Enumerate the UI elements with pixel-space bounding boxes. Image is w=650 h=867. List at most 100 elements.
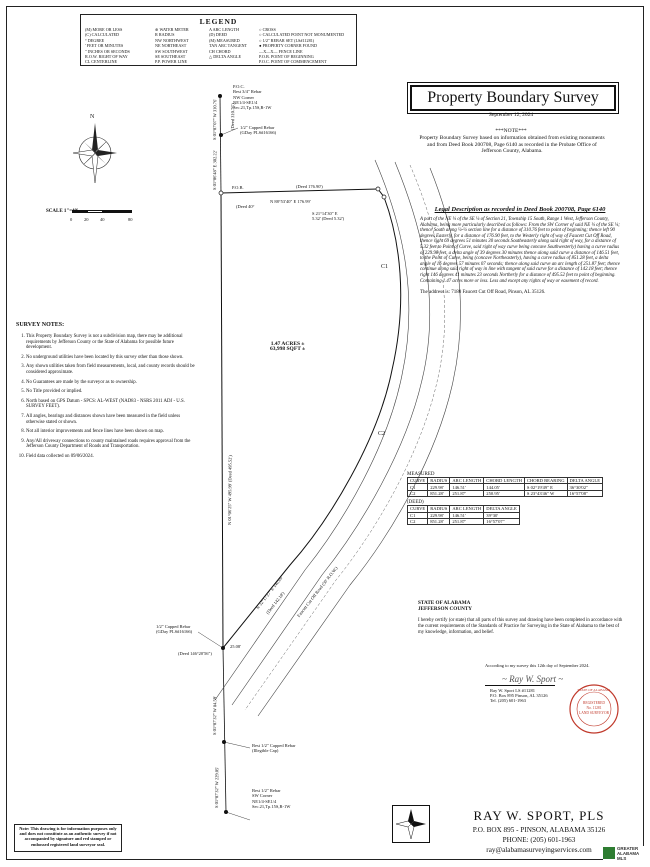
- firm-address: P.O. BOX 895 - PINSON, ALABAMA 35126: [472, 826, 606, 834]
- sw-angle-label: (Deed 146°20'56"): [178, 651, 212, 656]
- legend-item: (M) MORE OR LESS: [85, 27, 123, 32]
- legal-title: Legal Description as recorded in Deed Bo…: [434, 206, 606, 213]
- table-cell: 16°57'08": [566, 489, 604, 498]
- disclaimer-box: Note: This drawing is for information pu…: [14, 824, 122, 852]
- list-item: All angles, bearings and distances shown…: [26, 414, 196, 425]
- scale-tick: 0: [70, 217, 73, 222]
- legend-item: ● PROPERTY CORNER FOUND: [259, 43, 318, 49]
- certification: STATE OF ALABAMA JEFFERSON COUNTY I here…: [418, 600, 623, 635]
- legend-col-2: ⊕ WATER METER R RADIUS NW NORTHWEST NE N…: [155, 27, 189, 65]
- legal-body: A part of the NE ¼ of the SE ¼ of Sectio…: [420, 217, 620, 284]
- legend-title: LEGEND: [199, 17, 238, 26]
- line-a-label: S 01°07'07" W 310.76': [212, 98, 218, 141]
- survey-notes: SURVEY NOTES: This Property Boundary Sur…: [16, 322, 196, 464]
- legend-item: R.O.W. RIGHT OF WAY: [85, 53, 128, 59]
- signature-icon: ~ Ray W. Sport ~: [502, 674, 564, 684]
- table-cell: 16°57'07": [483, 517, 520, 526]
- line-a-deed: (Deed 310.76'): [230, 103, 236, 131]
- column-header: CURVE: [406, 476, 429, 485]
- legend-item: P.O.B. POINT OF BEGINNING: [259, 53, 314, 59]
- legend-box: LEGEND (M) MORE OR LESS (C) CALCULATED °…: [80, 14, 357, 66]
- legend-item: (C) CALCULATED: [85, 32, 120, 38]
- column-header: ARC LENGTH: [449, 505, 485, 513]
- measured-table-block: MEASURED CURVE RADIUS ARC LENGTH CHORD L…: [406, 472, 604, 526]
- north-arrow-icon: [72, 123, 117, 184]
- bottom-rebar-label: Best 1/2" Rebar SW Corner NE1/4-SE1/4 Se…: [252, 788, 291, 809]
- table-cell: 250.95': [483, 489, 525, 498]
- scale-tick: 40: [100, 217, 105, 222]
- line-d-label: S 01°07'32" W 229.05': [214, 766, 220, 809]
- pob-label: P.O.B.: [232, 185, 244, 190]
- legend-item: NE NORTHEAST: [155, 43, 187, 49]
- legend-item: ○ 1/2" REBAR SET (LS#11281): [259, 37, 315, 43]
- area-label: 1.47 ACRES ± 63,998 SQFT ±: [270, 341, 306, 353]
- table-cell: 251.87': [449, 517, 485, 526]
- legend-item: P.P. POWER LINE: [155, 59, 188, 65]
- line-c-label: S 01°07'32" W 84.59': [212, 696, 218, 736]
- scale-label: SCALE 1"=40': [46, 209, 79, 214]
- table-cell: 146.51': [449, 483, 485, 491]
- line-b-label: S 01°06'48" E 302.22': [212, 150, 218, 191]
- legend-item: A ARC LENGTH: [209, 27, 240, 32]
- survey-notes-list: This Property Boundary Survey is not a s…: [16, 334, 196, 460]
- north-line-deed: (Deed 176.90'): [296, 184, 323, 189]
- measured-curve-table: CURVE RADIUS ARC LENGTH CHORD LENGTH CHO…: [406, 476, 604, 498]
- deed-angle-tag: (Deed 40°: [236, 204, 255, 209]
- legend-item: SW SOUTHWEST: [155, 48, 188, 54]
- survey-notes-title: SURVEY NOTES:: [16, 322, 65, 328]
- table-cell: S 23°43'46" W: [523, 489, 568, 498]
- survey-date: September 12, 2024: [488, 112, 534, 118]
- table-header-row: CURVE RADIUS ARC LENGTH CHORD LENGTH CHO…: [406, 476, 604, 485]
- mls-watermark: GREATER ALABAMA MLS: [603, 846, 647, 862]
- top-rebar-label: 1/2" Capped Rebar (GDay PLS#16166): [240, 125, 277, 136]
- mls-logo-icon: [603, 847, 615, 859]
- firm-email: ray@alabamasurveyingservices.com: [486, 846, 592, 854]
- cert-signed-line: According to my survey this 12th day of …: [485, 663, 590, 668]
- table-row: C1 229.98' 146.51' 144.05' S 02°19'49" E…: [406, 483, 604, 491]
- legend-item: P.O.C. POINT OF COMMENCEMENT: [259, 59, 327, 65]
- poc-label: P.O.C. Best 3/4" Rebar NW Corner NE1/4-S…: [233, 84, 272, 111]
- firm-logo-icon: [392, 805, 430, 843]
- list-item: North based on GPS Datum - SPCS: AL-WEST…: [26, 399, 196, 410]
- list-item: No Title provided or implied.: [26, 389, 196, 395]
- legend-item: CH CHORD: [209, 48, 231, 54]
- list-item: Not all interior improvements and fence …: [26, 429, 196, 435]
- sw-rebar-label: 1/2" Capped Rebar (GDay PLS#16166): [156, 624, 193, 635]
- legend-item: ° DEGREE: [85, 37, 105, 43]
- list-item: Field data collected on 09/06/2024.: [26, 454, 196, 460]
- table-cell: 229.98': [427, 483, 451, 491]
- firm-phone: PHONE: (205) 601-1963: [502, 836, 576, 844]
- note-title: ***NOTE***: [495, 128, 527, 134]
- west-line-label: N 01°06'25" W 495.99' (Deed 495.52'): [227, 455, 233, 526]
- curve-c2-label: C2: [378, 431, 386, 437]
- legend-item: ○ CROSS: [259, 27, 276, 32]
- cert-county: JEFFERSON COUNTY: [418, 606, 473, 612]
- table-cell: 851.28': [427, 489, 451, 498]
- legend-item: (M) MEASURED: [209, 37, 240, 43]
- column-header: DELTA ANGLE: [566, 476, 604, 485]
- legend-col-4: ○ CROSS ○ CALCULATED POINT NOT MONUMENTE…: [259, 27, 344, 65]
- deed-caption: (DEED): [407, 500, 424, 506]
- north-label: N: [90, 114, 95, 120]
- note-body: Property Boundary Survey based on inform…: [419, 135, 605, 155]
- legend-item: —X—X— FENCE LINE: [259, 48, 303, 54]
- legend-item: (D) DEED: [209, 32, 228, 38]
- legend-item: SE SOUTHEAST: [155, 53, 186, 59]
- legend-item: NW NORTHWEST: [155, 37, 189, 43]
- legend-col-1: (M) MORE OR LESS (C) CALCULATED ° DEGREE…: [85, 27, 130, 65]
- page-title: Property Boundary Survey: [407, 82, 619, 114]
- legend-item: ○ CALCULATED POINT NOT MONUMENTED: [259, 32, 345, 38]
- sheet-border: [6, 6, 644, 860]
- measured-caption: MEASURED: [407, 472, 435, 477]
- legend-item: ⊕ WATER METER: [155, 27, 189, 32]
- legend-item: CL CENTERLINE: [85, 59, 118, 65]
- ne-line-label: S 21°14'30" E 5.32' (Deed 5.32'): [312, 211, 345, 222]
- property-address: The address is: 7180 Faucett Cut Off Roa…: [420, 290, 546, 296]
- table-row: C2 851.28' 251.87' 16°57'07": [406, 517, 520, 526]
- scale-tick: 20: [84, 217, 89, 222]
- legend-item: " INCHES OR SECONDS: [85, 48, 130, 54]
- legend-item: R RADIUS: [155, 32, 175, 38]
- legend-item: △ DELTA ANGLE: [209, 53, 242, 59]
- cert-state: STATE OF ALABAMA: [418, 600, 471, 606]
